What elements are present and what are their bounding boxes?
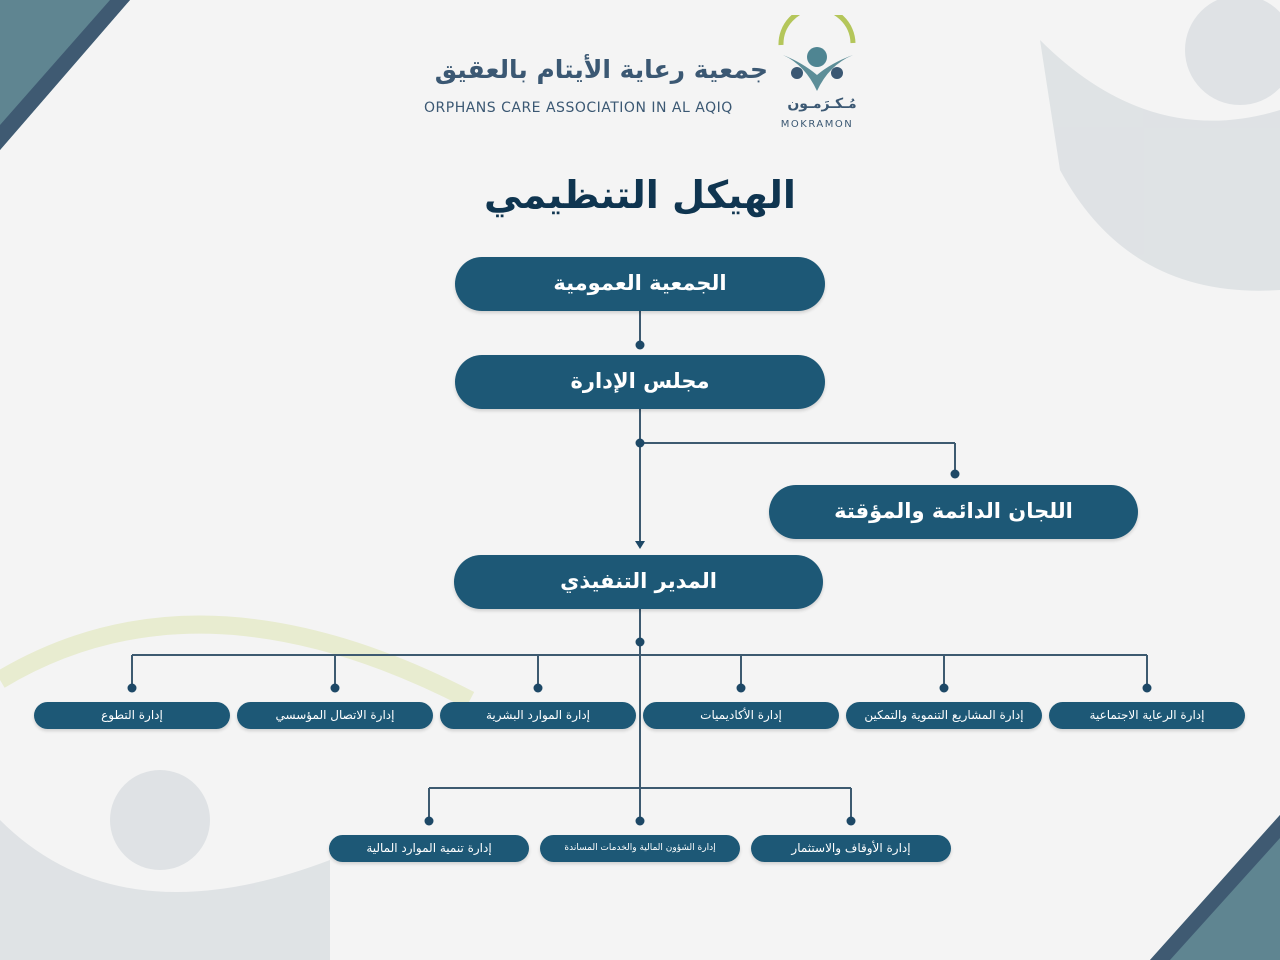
page-title: الهيكل التنظيمي bbox=[484, 173, 796, 217]
node-board: مجلس الإدارة bbox=[455, 355, 825, 409]
mokramon-logo-icon bbox=[778, 15, 856, 91]
dept-financial-resources-development: إدارة تنمية الموارد المالية bbox=[329, 835, 529, 862]
org-name-arabic: جمعية رعاية الأيتام بالعقيق bbox=[434, 55, 768, 84]
node-executive-director: المدير التنفيذي bbox=[454, 555, 823, 609]
dept-human-resources: إدارة الموارد البشرية bbox=[440, 702, 636, 729]
dept-academies: إدارة الأكاديميات bbox=[643, 702, 839, 729]
dept-social-care: إدارة الرعاية الاجتماعية bbox=[1049, 702, 1245, 729]
dept-corporate-communication: إدارة الاتصال المؤسسي bbox=[237, 702, 433, 729]
dept-finance-support-services: إدارة الشؤون المالية والخدمات المساندة bbox=[540, 835, 740, 862]
dept-volunteering: إدارة التطوع bbox=[34, 702, 230, 729]
brand-name-arabic: مُـكـرَمـون bbox=[787, 96, 857, 112]
node-general-assembly: الجمعية العمومية bbox=[455, 257, 825, 311]
brand-name-english: MOKRAMON bbox=[780, 119, 854, 130]
org-name-english: ORPHANS CARE ASSOCIATION IN AL AQIQ bbox=[424, 100, 733, 116]
node-committees: اللجان الدائمة والمؤقتة bbox=[769, 485, 1138, 539]
dept-endowments-investment: إدارة الأوقاف والاستثمار bbox=[751, 835, 951, 862]
dept-development-projects: إدارة المشاريع التنموية والتمكين bbox=[846, 702, 1042, 729]
